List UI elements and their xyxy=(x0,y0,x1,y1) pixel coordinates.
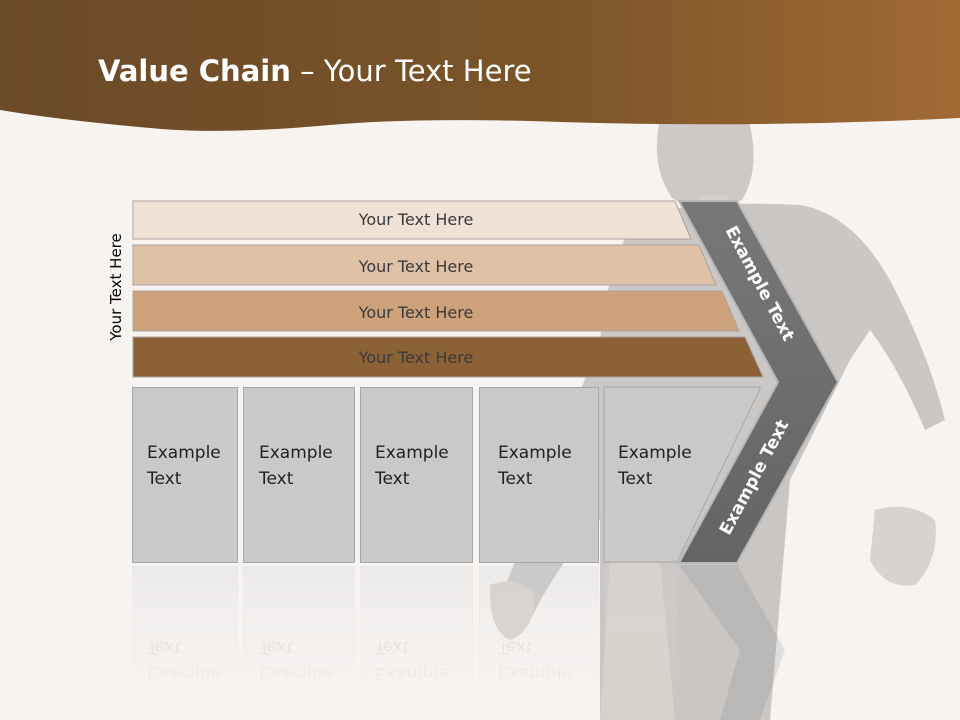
reflection-text-2-line1: Example xyxy=(259,663,333,683)
reflection-text-1-line1: Example xyxy=(147,663,221,683)
title-rest: – Your Text Here xyxy=(290,54,532,88)
box-3-line2: Text xyxy=(375,469,410,489)
reflection-box-5 xyxy=(604,566,679,716)
activity-box-2 xyxy=(243,387,355,563)
reflection-box-1 xyxy=(132,566,238,716)
reflection-text-4-line1: Example xyxy=(498,663,572,683)
bar-3-label: Your Text Here xyxy=(358,303,474,322)
header-band xyxy=(0,0,960,131)
activity-box-3 xyxy=(360,387,473,563)
reflection-text-4: Example Text xyxy=(498,634,572,686)
chevron-arrow xyxy=(677,200,840,564)
box-1-line1: Example xyxy=(147,443,221,463)
box-1-line2: Text xyxy=(147,469,182,489)
box-4-line2: Text xyxy=(498,469,533,489)
reflection-box-4 xyxy=(479,566,599,716)
bar-3 xyxy=(132,290,740,332)
box-4-text: Example Text xyxy=(498,440,572,492)
chevron-reflection xyxy=(679,565,785,720)
reflection-text-3-line1: Example xyxy=(375,663,449,683)
box-5-text: Example Text xyxy=(618,440,692,492)
activity-box-4 xyxy=(479,387,599,563)
reflection-text-1-line2: Text xyxy=(147,637,182,657)
activity-box-5 xyxy=(603,386,761,563)
box-2-line1: Example xyxy=(259,443,333,463)
activity-box-1 xyxy=(132,387,238,563)
bar-4 xyxy=(132,336,764,378)
box-2-text: Example Text xyxy=(259,440,333,492)
bar-4-label: Your Text Here xyxy=(358,348,474,367)
box-1-text: Example Text xyxy=(147,440,221,492)
bar-1-label: Your Text Here xyxy=(358,210,474,229)
box-5-line2: Text xyxy=(618,469,653,489)
title-bold: Value Chain xyxy=(98,54,291,88)
reflection-text-3-line2: Text xyxy=(375,637,410,657)
box-2-line2: Text xyxy=(259,469,294,489)
reflection-box-2 xyxy=(243,566,355,716)
bar-2-label: Your Text Here xyxy=(358,257,474,276)
reflection-box-3 xyxy=(360,566,473,716)
reflection-text-1: Example Text xyxy=(147,634,221,686)
box-4-line1: Example xyxy=(498,443,572,463)
reflection-text-2-line2: Text xyxy=(259,637,294,657)
reflection-text-3: Example Text xyxy=(375,634,449,686)
reflection-text-2: Example Text xyxy=(259,634,333,686)
bar-1 xyxy=(132,200,692,240)
box-3-text: Example Text xyxy=(375,440,449,492)
box-3-line1: Example xyxy=(375,443,449,463)
page-title: Value Chain – Your Text Here xyxy=(98,54,532,88)
reflection-text-4-line2: Text xyxy=(498,637,533,657)
boxes-reflection: Example Text Example Text Example Text E… xyxy=(0,564,960,720)
box-5-line1: Example xyxy=(618,443,692,463)
bar-2 xyxy=(132,244,717,286)
